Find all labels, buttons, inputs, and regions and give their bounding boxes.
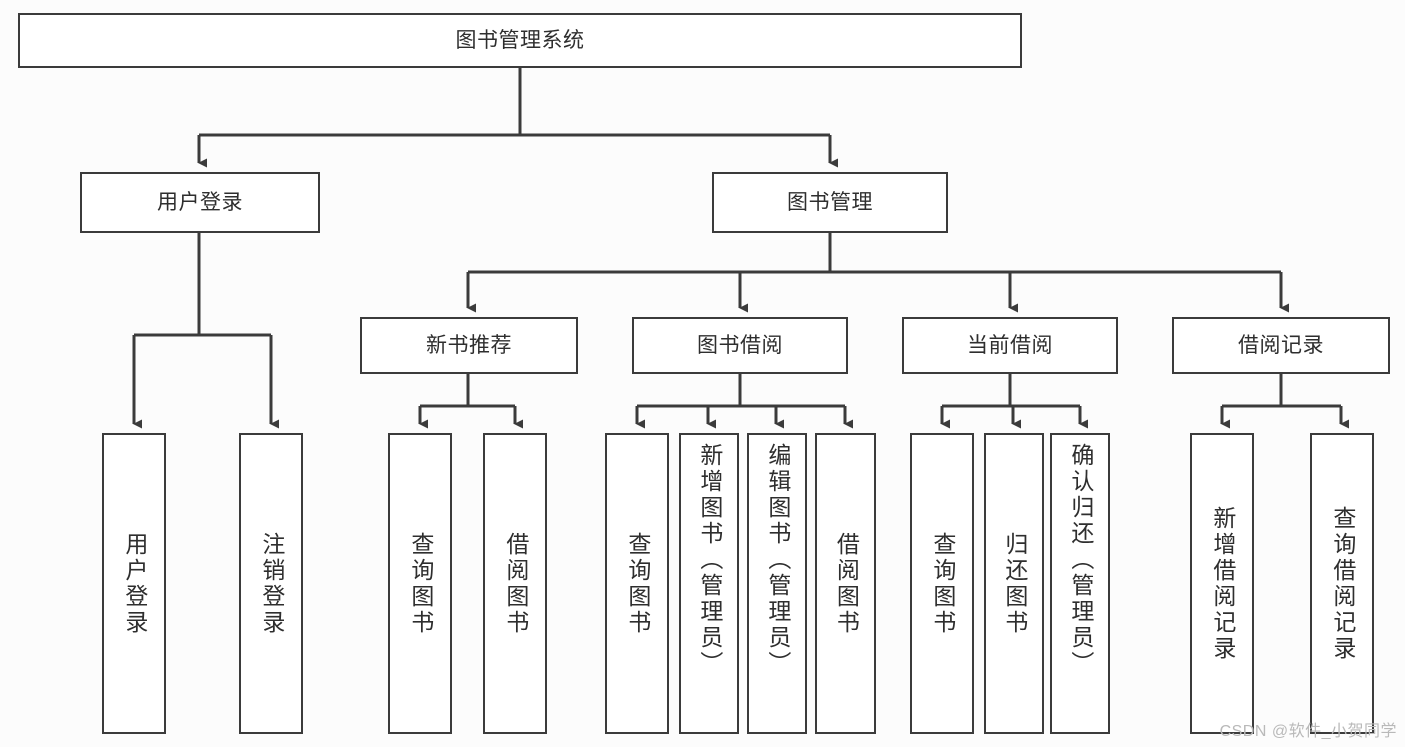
node-leaf-query-book-3[interactable]: 查询图书 bbox=[910, 433, 974, 734]
node-book-borrow-label: 图书借阅 bbox=[697, 333, 783, 357]
node-leaf-user-login[interactable]: 用户登录 bbox=[102, 433, 166, 734]
node-leaf-edit-book-admin-label: 编辑图书（管理员） bbox=[764, 443, 791, 677]
node-leaf-logout[interactable]: 注销登录 bbox=[239, 433, 303, 734]
node-leaf-borrow-book-1[interactable]: 借阅图书 bbox=[483, 433, 547, 734]
node-leaf-return-book[interactable]: 归还图书 bbox=[984, 433, 1044, 734]
node-leaf-borrow-book-1-label: 借阅图书 bbox=[502, 531, 529, 636]
node-current-borrow-label: 当前借阅 bbox=[967, 333, 1053, 357]
node-leaf-return-book-label: 归还图书 bbox=[1001, 531, 1028, 636]
node-borrow-record[interactable]: 借阅记录 bbox=[1172, 317, 1390, 374]
node-leaf-query-book-3-label: 查询图书 bbox=[929, 531, 956, 636]
node-root-system-label: 图书管理系统 bbox=[455, 28, 585, 52]
node-leaf-edit-book-admin[interactable]: 编辑图书（管理员） bbox=[747, 433, 807, 734]
node-book-management-label: 图书管理 bbox=[787, 190, 873, 214]
node-leaf-borrow-book-2-label: 借阅图书 bbox=[833, 531, 860, 636]
node-leaf-query-book-2-label: 查询图书 bbox=[624, 531, 651, 636]
node-borrow-record-label: 借阅记录 bbox=[1238, 333, 1324, 357]
node-leaf-query-borrow-record-label: 查询借阅记录 bbox=[1329, 505, 1356, 662]
node-leaf-add-borrow-record-label: 新增借阅记录 bbox=[1209, 505, 1236, 662]
csdn-watermark: CSDN @软件_小贺同学 bbox=[1219, 723, 1397, 740]
node-leaf-logout-label: 注销登录 bbox=[258, 531, 285, 636]
node-leaf-user-login-label: 用户登录 bbox=[121, 531, 148, 636]
node-leaf-borrow-book-2[interactable]: 借阅图书 bbox=[815, 433, 876, 734]
node-leaf-query-borrow-record[interactable]: 查询借阅记录 bbox=[1310, 433, 1374, 734]
node-book-management[interactable]: 图书管理 bbox=[712, 172, 948, 233]
node-new-book-recommend[interactable]: 新书推荐 bbox=[360, 317, 578, 374]
node-current-borrow[interactable]: 当前借阅 bbox=[902, 317, 1118, 374]
node-leaf-add-borrow-record[interactable]: 新增借阅记录 bbox=[1190, 433, 1254, 734]
node-leaf-confirm-return-admin[interactable]: 确认归还（管理员） bbox=[1050, 433, 1110, 734]
node-new-book-recommend-label: 新书推荐 bbox=[426, 333, 512, 357]
node-leaf-query-book-1[interactable]: 查询图书 bbox=[388, 433, 452, 734]
node-user-login-label: 用户登录 bbox=[157, 190, 243, 214]
node-leaf-query-book-2[interactable]: 查询图书 bbox=[605, 433, 669, 734]
node-leaf-add-book-admin-label: 新增图书（管理员） bbox=[696, 443, 723, 677]
node-leaf-confirm-return-admin-label: 确认归还（管理员） bbox=[1067, 443, 1094, 677]
node-leaf-add-book-admin[interactable]: 新增图书（管理员） bbox=[679, 433, 739, 734]
node-user-login[interactable]: 用户登录 bbox=[80, 172, 320, 233]
node-root-system[interactable]: 图书管理系统 bbox=[18, 13, 1022, 68]
node-book-borrow[interactable]: 图书借阅 bbox=[632, 317, 848, 374]
node-leaf-query-book-1-label: 查询图书 bbox=[407, 531, 434, 636]
